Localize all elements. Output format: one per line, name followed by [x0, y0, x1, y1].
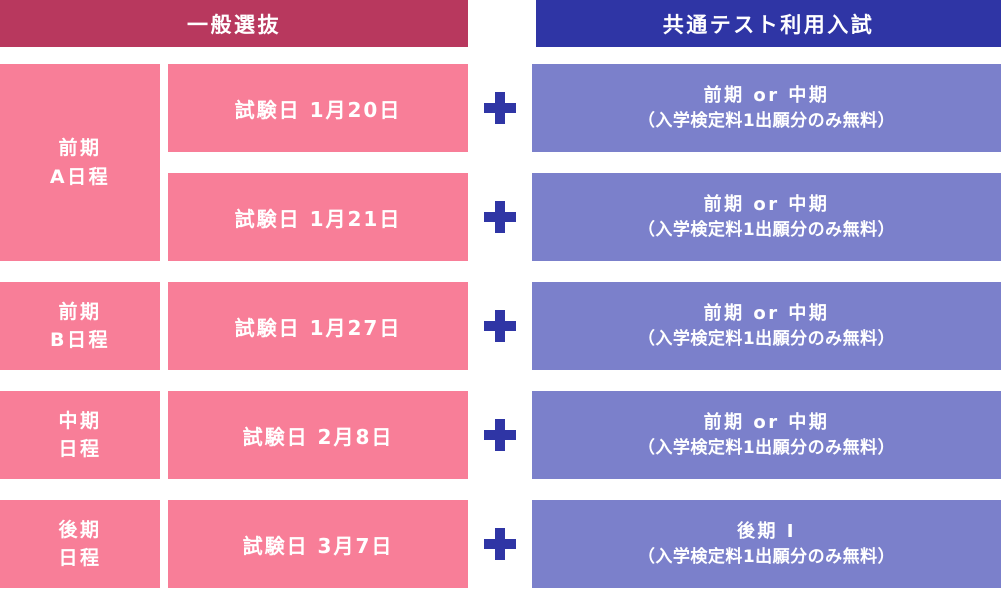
- plus-icon: [468, 500, 532, 588]
- common-test-term: 前期 or 中期: [703, 84, 830, 106]
- stage-label: 前期 B日程: [0, 282, 160, 370]
- stage-label-line2: A日程: [49, 165, 111, 188]
- plus-glyph: [484, 419, 516, 451]
- exam-date-cell: 試験日 1月27日: [168, 282, 468, 370]
- exam-date-cell: 試験日 2月8日: [168, 391, 468, 479]
- stage-label: 後期日程: [0, 500, 160, 588]
- plus-glyph: [484, 201, 516, 233]
- stage-label-line1: 後期: [58, 518, 102, 541]
- plus-icon: [468, 391, 532, 479]
- schedule-block: 前期 B日程 試験日 1月27日 前期 or 中期 （入学検定料1出願分のみ無料）: [0, 282, 1001, 370]
- exam-date-cell: 試験日 3月7日: [168, 500, 468, 588]
- common-test-term: 前期 or 中期: [703, 411, 830, 433]
- pair-rows: 試験日 2月8日 前期 or 中期 （入学検定料1出願分のみ無料）: [168, 391, 1001, 479]
- plus-glyph: [484, 528, 516, 560]
- common-test-fee-note: （入学検定料1出願分のみ無料）: [637, 328, 896, 349]
- schedule-block: 中期日程試験日 2月8日前期 or 中期（入学検定料1出願分のみ無料）: [0, 391, 1001, 479]
- stage-label-line2: 日程: [58, 438, 102, 460]
- plus-icon: [468, 282, 532, 370]
- common-test-fee-note: （入学検定料1出願分のみ無料）: [637, 110, 896, 131]
- common-test-term: 前期 or 中期: [703, 193, 830, 215]
- header-row: 一般選抜 共通テスト利用入試: [0, 0, 1001, 47]
- stage-label-line1: 中期: [58, 409, 102, 432]
- plus-glyph: [484, 310, 516, 342]
- common-test-cell: 前期 or 中期 （入学検定料1出願分のみ無料）: [532, 282, 1001, 370]
- common-test-fee-note: （入学検定料1出願分のみ無料）: [637, 546, 896, 567]
- plus-icon: [468, 64, 532, 152]
- common-test-cell: 前期 or 中期 （入学検定料1出願分のみ無料）: [532, 64, 1001, 152]
- schedule-row: 試験日 3月7日 後期 Ⅰ （入学検定料1出願分のみ無料）: [168, 500, 1001, 588]
- common-test-fee-note: （入学検定料1出願分のみ無料）: [637, 437, 896, 458]
- common-test-cell: 前期 or 中期 （入学検定料1出願分のみ無料）: [532, 391, 1001, 479]
- schedule-block: 後期日程試験日 3月7日後期 Ⅰ（入学検定料1出願分のみ無料）: [0, 500, 1001, 588]
- header-common-test-admission: 共通テスト利用入試: [536, 0, 1001, 47]
- schedule-row: 試験日 1月21日 前期 or 中期 （入学検定料1出願分のみ無料）: [168, 173, 1001, 261]
- stage-label: 中期日程: [0, 391, 160, 479]
- common-test-cell: 前期 or 中期 （入学検定料1出願分のみ無料）: [532, 173, 1001, 261]
- stage-label: 前期 A日程: [0, 64, 160, 261]
- plus-icon: [468, 173, 532, 261]
- schedule-row: 試験日 1月27日 前期 or 中期 （入学検定料1出願分のみ無料）: [168, 282, 1001, 370]
- stage-label-line1: 前期: [58, 300, 102, 323]
- common-test-term: 前期 or 中期: [703, 302, 830, 324]
- pair-rows: 試験日 3月7日 後期 Ⅰ （入学検定料1出願分のみ無料）: [168, 500, 1001, 588]
- schedule-row: 試験日 2月8日 前期 or 中期 （入学検定料1出願分のみ無料）: [168, 391, 1001, 479]
- common-test-cell: 後期 Ⅰ （入学検定料1出願分のみ無料）: [532, 500, 1001, 588]
- pair-rows: 試験日 1月27日 前期 or 中期 （入学検定料1出願分のみ無料）: [168, 282, 1001, 370]
- stage-label-line1: 前期: [58, 137, 102, 159]
- stage-label-line2: B日程: [50, 329, 110, 351]
- common-test-fee-note: （入学検定料1出願分のみ無料）: [637, 219, 896, 240]
- exam-date-cell: 試験日 1月21日: [168, 173, 468, 261]
- stage-label-line2: 日程: [58, 547, 102, 569]
- exam-date-cell: 試験日 1月20日: [168, 64, 468, 152]
- schedule-row: 試験日 1月20日 前期 or 中期 （入学検定料1出願分のみ無料）: [168, 64, 1001, 152]
- plus-glyph: [484, 92, 516, 124]
- common-test-term: 後期 Ⅰ: [737, 520, 796, 542]
- header-general-selection: 一般選抜: [0, 0, 468, 47]
- pair-rows: 試験日 1月20日前期 or 中期（入学検定料1出願分のみ無料）試験日 1月21…: [168, 64, 1001, 261]
